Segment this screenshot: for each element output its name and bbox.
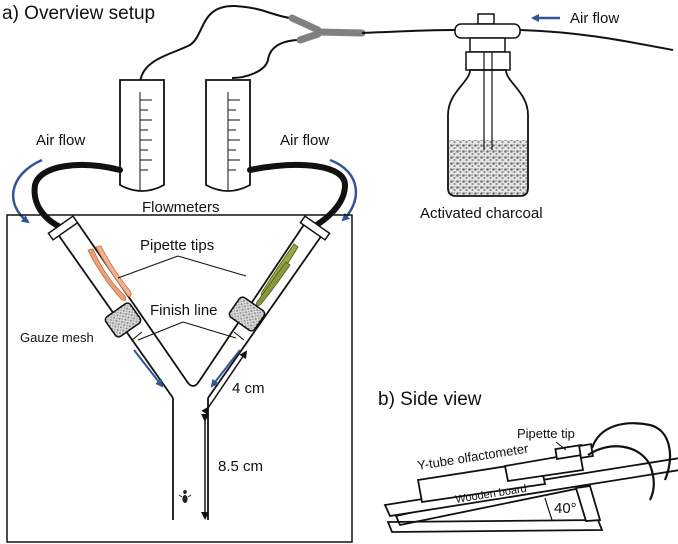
air-flow-right-label: Air flow (280, 132, 329, 149)
gauze-mesh-left (104, 302, 142, 338)
side-view-tubing (590, 422, 672, 481)
air-flow-top-label: Air flow (570, 10, 619, 27)
finish-line-leaders (131, 321, 245, 341)
panel-b-title: b) Side view (378, 389, 482, 410)
base-board-top-view (6, 214, 353, 543)
flowmeter-left (119, 79, 165, 192)
pipette-tips-leaders (117, 255, 247, 279)
dim-4cm-arrow (201, 350, 248, 416)
tube-connector-branch (231, 39, 301, 79)
y-connector (288, 14, 366, 44)
dim-4cm-label: 4 cm (232, 380, 265, 397)
panel-a-title: a) Overview setup (2, 3, 155, 24)
gauze-mesh-label: Gauze mesh (20, 330, 94, 345)
angle-arc (544, 497, 553, 521)
larvae-left (87, 245, 132, 301)
angle-label: 40° (554, 500, 577, 517)
side-view-apparatus (383, 443, 678, 533)
tube-left-arm (31, 162, 123, 231)
flowmeters-label: Flowmeters (142, 199, 220, 216)
flowmeter-right (205, 79, 251, 192)
pipette-tip-label: Pipette tip (517, 426, 575, 441)
tube-inlet (519, 29, 674, 51)
activated-charcoal-label: Activated charcoal (420, 205, 543, 222)
side-view-tubing-2 (587, 445, 655, 501)
gauze-mesh-right (228, 296, 266, 332)
pipette-tip-leader (555, 441, 567, 451)
flow-arrow-left-arm (133, 349, 164, 388)
pipette-tips-label: Pipette tips (140, 237, 214, 254)
tube-right-arm (247, 162, 349, 231)
tube-connector-to-filter (361, 29, 456, 34)
air-flow-left-arrow (11, 158, 43, 224)
insect-icon (178, 490, 192, 503)
pipette-cap-right (299, 215, 331, 241)
air-flow-left-label: Air flow (36, 132, 85, 149)
tube-flowmeter-to-connector (139, 4, 291, 86)
pipette-cap-left (47, 215, 79, 241)
larvae-right (255, 243, 299, 307)
dim-8-5cm-label: 8.5 cm (218, 458, 263, 475)
charcoal-filter (447, 13, 529, 197)
finish-line-label: Finish line (150, 302, 218, 319)
